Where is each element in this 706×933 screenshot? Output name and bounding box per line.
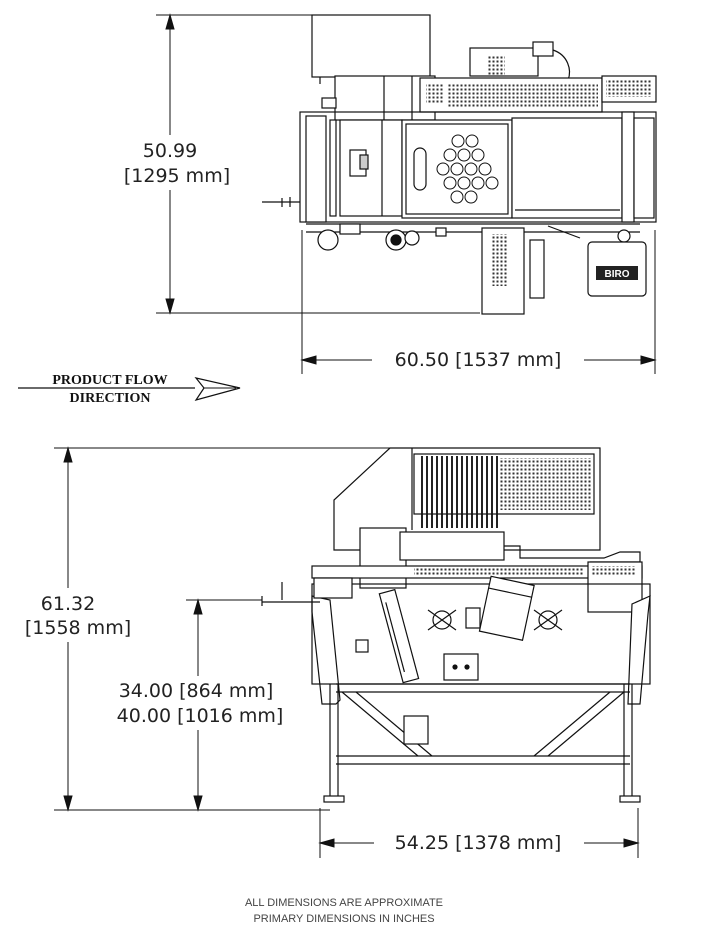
blade-grid — [420, 456, 500, 528]
pusher-box — [478, 575, 535, 641]
note-approximate: ALL DIMENSIONS ARE APPROXIMATE — [245, 897, 443, 909]
flow-direction: PRODUCT FLOW DIRECTION — [18, 373, 241, 406]
table-height-low: 34.00 [864 mm] — [119, 680, 274, 702]
side-dimensions — [54, 446, 640, 858]
table-height-high: 40.00 [1016 mm] — [117, 705, 284, 727]
frame-outline — [299, 111, 657, 223]
conveyor-section — [511, 117, 623, 219]
top-width-label: 60.50 [1537 mm] — [395, 349, 562, 371]
top-view: BIRO — [262, 14, 657, 315]
flow-line-1: PRODUCT FLOW — [52, 373, 167, 388]
brand-logo: BIRO — [605, 269, 630, 280]
side-view — [261, 447, 651, 803]
motor-housing — [311, 14, 431, 78]
side-height-mm: [1558 mm] — [25, 617, 131, 639]
flow-line-2: DIRECTION — [70, 391, 151, 406]
pneumatic-cylinder — [378, 588, 420, 684]
side-height-inches: 61.32 — [41, 593, 95, 615]
note-inches: PRIMARY DIMENSIONS IN INCHES — [253, 913, 434, 925]
access-plate — [443, 653, 479, 681]
grid-holes — [436, 134, 499, 204]
top-depth-mm: [1295 mm] — [124, 165, 230, 187]
top-dimensions — [156, 13, 657, 374]
side-width-label: 54.25 [1378 mm] — [395, 832, 562, 854]
feed-housing — [334, 75, 436, 121]
top-depth-inches: 50.99 — [143, 140, 197, 162]
flow-arrow-icon — [194, 377, 241, 402]
